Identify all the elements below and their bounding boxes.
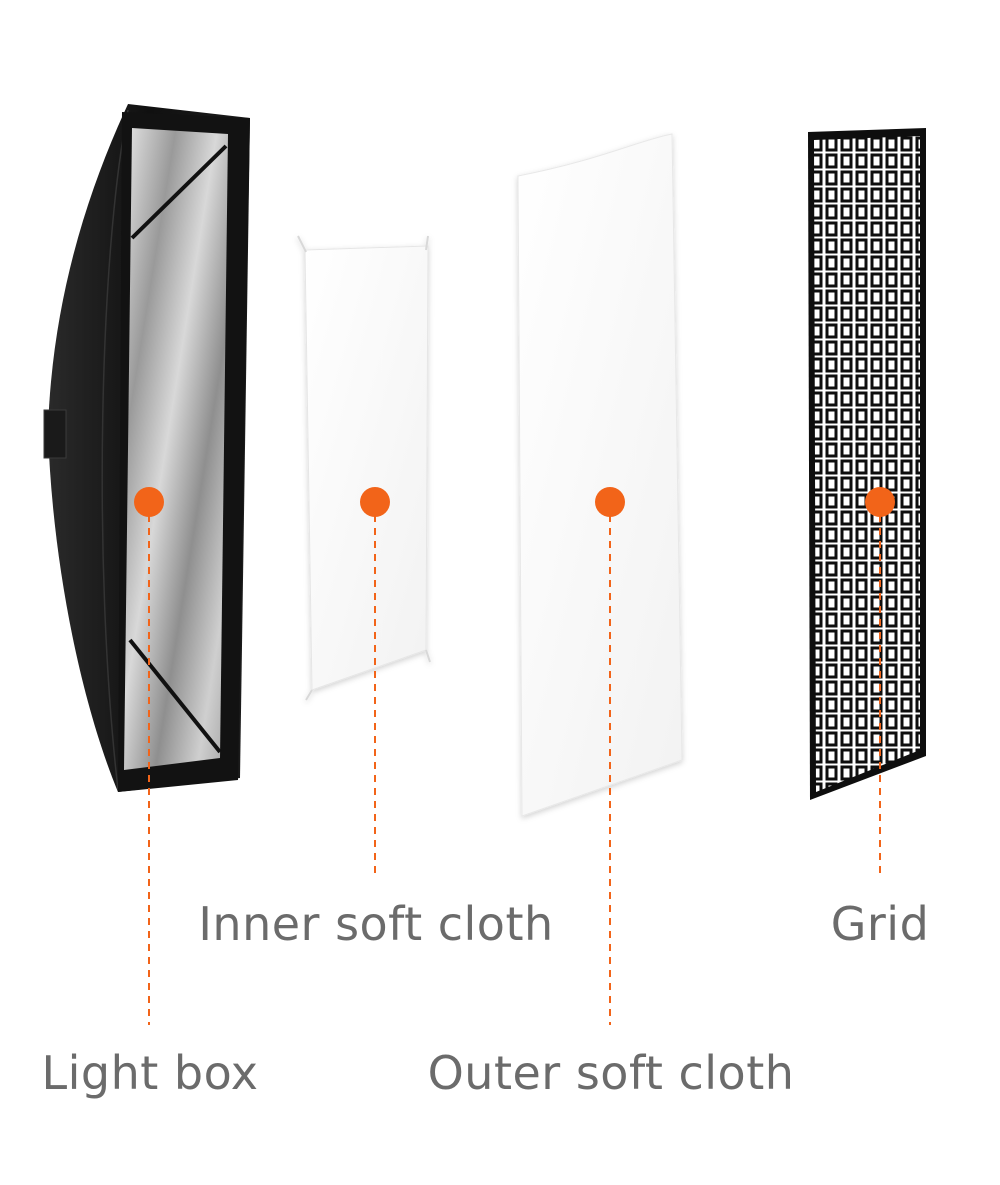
light-box-inner-seam [128,144,228,754]
outer-soft-cloth-marker-dot [595,487,625,517]
grid-honeycomb [814,136,920,792]
marker-layer [134,487,895,1025]
inner-soft-cloth-panel [304,245,429,691]
inner-soft-cloth-marker-dot [360,487,390,517]
grid-image [808,128,926,800]
light-box-fold-line [101,109,129,791]
inner-soft-cloth-label: Inner soft cloth [198,897,554,951]
light-box-image [43,104,250,792]
light-box-silver-lining [124,128,228,770]
inner-soft-cloth-image [297,235,431,701]
grid-label: Grid [830,897,930,951]
inner-soft-cloth-tab [297,235,431,701]
outer-soft-cloth-label: Outer soft cloth [427,1046,795,1100]
light-box-label: Light box [41,1046,259,1100]
grid-marker-dot [865,487,895,517]
light-box-marker-dot [134,487,164,517]
light-box-mount-handle [43,409,67,459]
outer-soft-cloth-image [517,133,683,817]
outer-soft-cloth-panel [517,133,683,817]
